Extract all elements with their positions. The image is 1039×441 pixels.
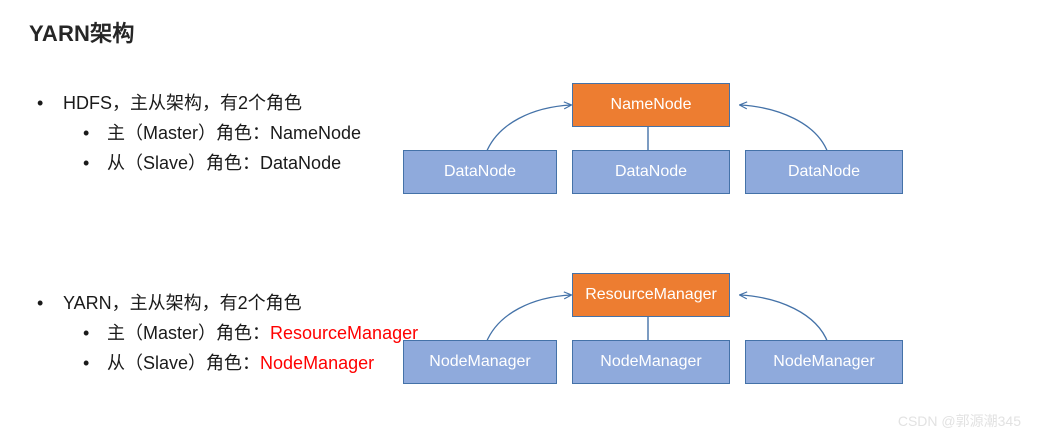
yarn-worker-node-1[interactable]: NodeManager	[403, 340, 557, 384]
hdfs-master-label: 主（Master）角色：	[107, 123, 271, 143]
hdfs-worker-node-2[interactable]: DataNode	[572, 150, 730, 194]
hdfs-master-value: NameNode	[270, 123, 362, 143]
arrow-worker3-to-master	[740, 105, 829, 154]
yarn-master-value: ResourceManager	[270, 323, 419, 343]
hdfs-master-node[interactable]: NameNode	[572, 83, 730, 127]
hdfs-worker-node-3[interactable]: DataNode	[745, 150, 903, 194]
bullet-dot-icon: •	[83, 153, 90, 173]
arrow-worker1-to-master	[485, 295, 571, 344]
bullet-dot-icon: •	[37, 293, 44, 313]
yarn-worker-node-label: NodeManager	[600, 353, 702, 370]
yarn-slave-value: NodeManager	[260, 353, 375, 373]
hdfs-worker-node-1[interactable]: DataNode	[403, 150, 557, 194]
bullet-dot-icon: •	[83, 323, 90, 343]
hdfs-slave-value: DataNode	[260, 153, 342, 173]
csdn-watermark: CSDN @郭源潮345	[897, 413, 1021, 429]
yarn-worker-node-3[interactable]: NodeManager	[745, 340, 903, 384]
yarn-master-node-label: ResourceManager	[585, 286, 717, 303]
yarn-sub-bullet-slave: • 从（Slave）角色：NodeManager	[29, 348, 418, 378]
bullet-dot-icon: •	[83, 353, 90, 373]
page-title: YARN架构	[29, 21, 135, 46]
hdfs-diagram: NameNode DataNode DataNode DataNode	[403, 83, 913, 198]
bullet-dot-icon: •	[37, 93, 44, 113]
yarn-worker-node-label: NodeManager	[773, 353, 875, 370]
arrow-worker3-to-master	[740, 295, 829, 344]
yarn-master-node[interactable]: ResourceManager	[572, 273, 730, 317]
hdfs-worker-node-label: DataNode	[787, 163, 861, 180]
hdfs-sub-bullet-slave: • 从（Slave）角色：DataNode	[29, 148, 361, 178]
hdfs-master-node-label: NameNode	[610, 96, 692, 113]
yarn-text-block: • YARN，主从架构，有2个角色 • 主（Master）角色：Resource…	[29, 288, 418, 378]
bullet-dot-icon: •	[83, 123, 90, 143]
hdfs-sub-bullet-master: • 主（Master）角色：NameNode	[29, 118, 361, 148]
hdfs-worker-node-label: DataNode	[443, 163, 517, 180]
hdfs-worker-node-label: DataNode	[614, 163, 688, 180]
yarn-heading-text: YARN，主从架构，有2个角色	[63, 293, 302, 313]
yarn-sub-bullet-master: • 主（Master）角色：ResourceManager	[29, 318, 418, 348]
hdfs-heading-text: HDFS，主从架构，有2个角色	[63, 93, 303, 113]
yarn-worker-node-label: NodeManager	[429, 353, 531, 370]
yarn-diagram: ResourceManager NodeManager NodeManager …	[403, 273, 913, 388]
yarn-worker-node-2[interactable]: NodeManager	[572, 340, 730, 384]
yarn-slave-label: 从（Slave）角色：	[107, 353, 261, 373]
hdfs-text-block: • HDFS，主从架构，有2个角色 • 主（Master）角色：NameNode…	[29, 88, 361, 178]
arrow-worker1-to-master	[485, 105, 571, 154]
hdfs-slave-label: 从（Slave）角色：	[107, 153, 261, 173]
hdfs-heading-bullet: • HDFS，主从架构，有2个角色	[29, 88, 361, 118]
yarn-heading-bullet: • YARN，主从架构，有2个角色	[29, 288, 418, 318]
yarn-master-label: 主（Master）角色：	[107, 323, 271, 343]
